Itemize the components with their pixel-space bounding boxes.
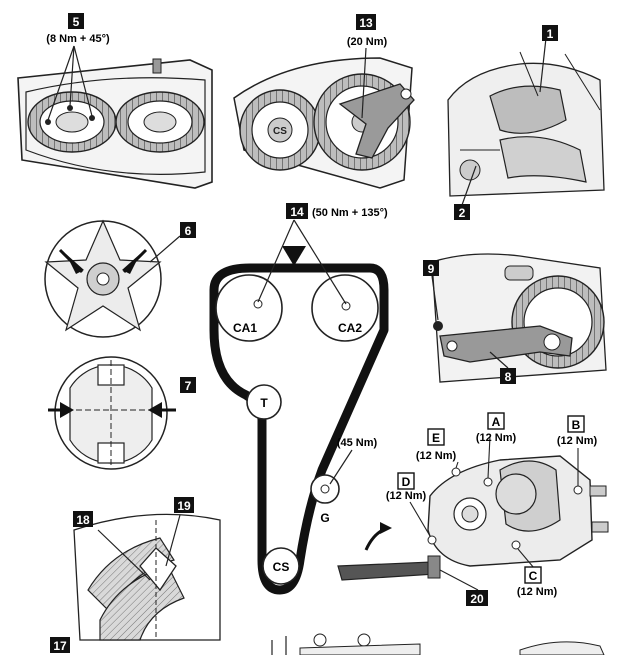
badge-19: 19 <box>174 497 194 513</box>
badge-20: 20 <box>466 590 488 606</box>
badge-6-label: 6 <box>185 224 192 238</box>
badge-14: 14 <box>286 203 308 219</box>
badge-13: 13 <box>356 14 376 30</box>
rotation-arrow-icon <box>380 522 392 534</box>
badge-17: 17 <box>50 637 70 653</box>
badge-9-label: 9 <box>428 262 435 276</box>
pulley-t <box>246 384 282 420</box>
badge-13-label: 13 <box>359 16 373 30</box>
panel-belt-routing: CA1 CA2 T G CS <box>209 219 389 595</box>
badge-7-label: 7 <box>185 379 192 393</box>
panel-pulley-tool: CS <box>233 47 415 189</box>
badge-C: C <box>524 566 542 584</box>
badge-8-label: 8 <box>505 370 512 384</box>
panel-sprocket-detail <box>73 513 221 641</box>
badge-18: 18 <box>73 511 93 527</box>
panel-water-pump <box>337 435 609 591</box>
badge-B: B <box>567 415 585 433</box>
badge-D-label: D <box>402 475 411 489</box>
badge-20-label: 20 <box>470 592 484 606</box>
torque-14: (50 Nm + 135°) <box>312 207 388 219</box>
panel-timing-marks <box>48 356 176 470</box>
badge-17-label: 17 <box>53 639 67 653</box>
badge-5: 5 <box>68 13 84 29</box>
pulley-g-label: G <box>320 511 329 525</box>
badge-9: 9 <box>423 260 439 276</box>
timing-belt <box>209 263 389 595</box>
pulley-cs <box>262 547 300 585</box>
badge-D: D <box>397 472 415 490</box>
torque-c: (12 Nm) <box>517 586 558 598</box>
badge-2: 2 <box>454 204 470 220</box>
pulley-t-label: T <box>260 396 268 410</box>
badge-A-label: A <box>492 415 501 429</box>
badge-2-label: 2 <box>459 206 466 220</box>
wrench-icon <box>337 561 437 581</box>
direction-triangle-icon <box>282 246 306 266</box>
badge-C-label: C <box>529 569 538 583</box>
torque-5: (8 Nm + 45°) <box>46 33 110 45</box>
badge-5-label: 5 <box>73 15 80 29</box>
badge-8: 8 <box>500 368 516 384</box>
badge-6: 6 <box>180 222 196 238</box>
panel-camshaft-pulleys <box>17 45 213 189</box>
pulley-ca1-label: CA1 <box>233 321 257 335</box>
panel-tensioner <box>431 253 607 383</box>
partial-bottom-drawings <box>271 633 605 655</box>
badge-B-label: B <box>572 418 581 432</box>
torque-13: (20 Nm) <box>347 36 388 48</box>
badge-19-label: 19 <box>177 499 191 513</box>
badge-18-label: 18 <box>76 513 90 527</box>
badge-7: 7 <box>180 377 196 393</box>
badge-1-label: 1 <box>547 27 554 41</box>
badge-E-label: E <box>432 431 440 445</box>
torque-a: (12 Nm) <box>476 432 517 444</box>
pulley-ca1 <box>215 274 283 342</box>
svg-text:CS: CS <box>273 126 287 137</box>
badge-14-label: 14 <box>290 205 304 219</box>
badge-E: E <box>427 428 445 446</box>
badge-A: A <box>487 412 505 430</box>
panel-engine-detail <box>447 37 605 206</box>
badge-1: 1 <box>542 25 558 41</box>
pulley-cs-label: CS <box>273 560 290 574</box>
torque-b: (12 Nm) <box>557 435 598 447</box>
pulley-ca2-label: CA2 <box>338 321 362 335</box>
torque-g: (45 Nm) <box>337 437 378 449</box>
panel-hub <box>44 219 181 338</box>
torque-d: (12 Nm) <box>386 490 427 502</box>
torque-e: (12 Nm) <box>416 450 457 462</box>
